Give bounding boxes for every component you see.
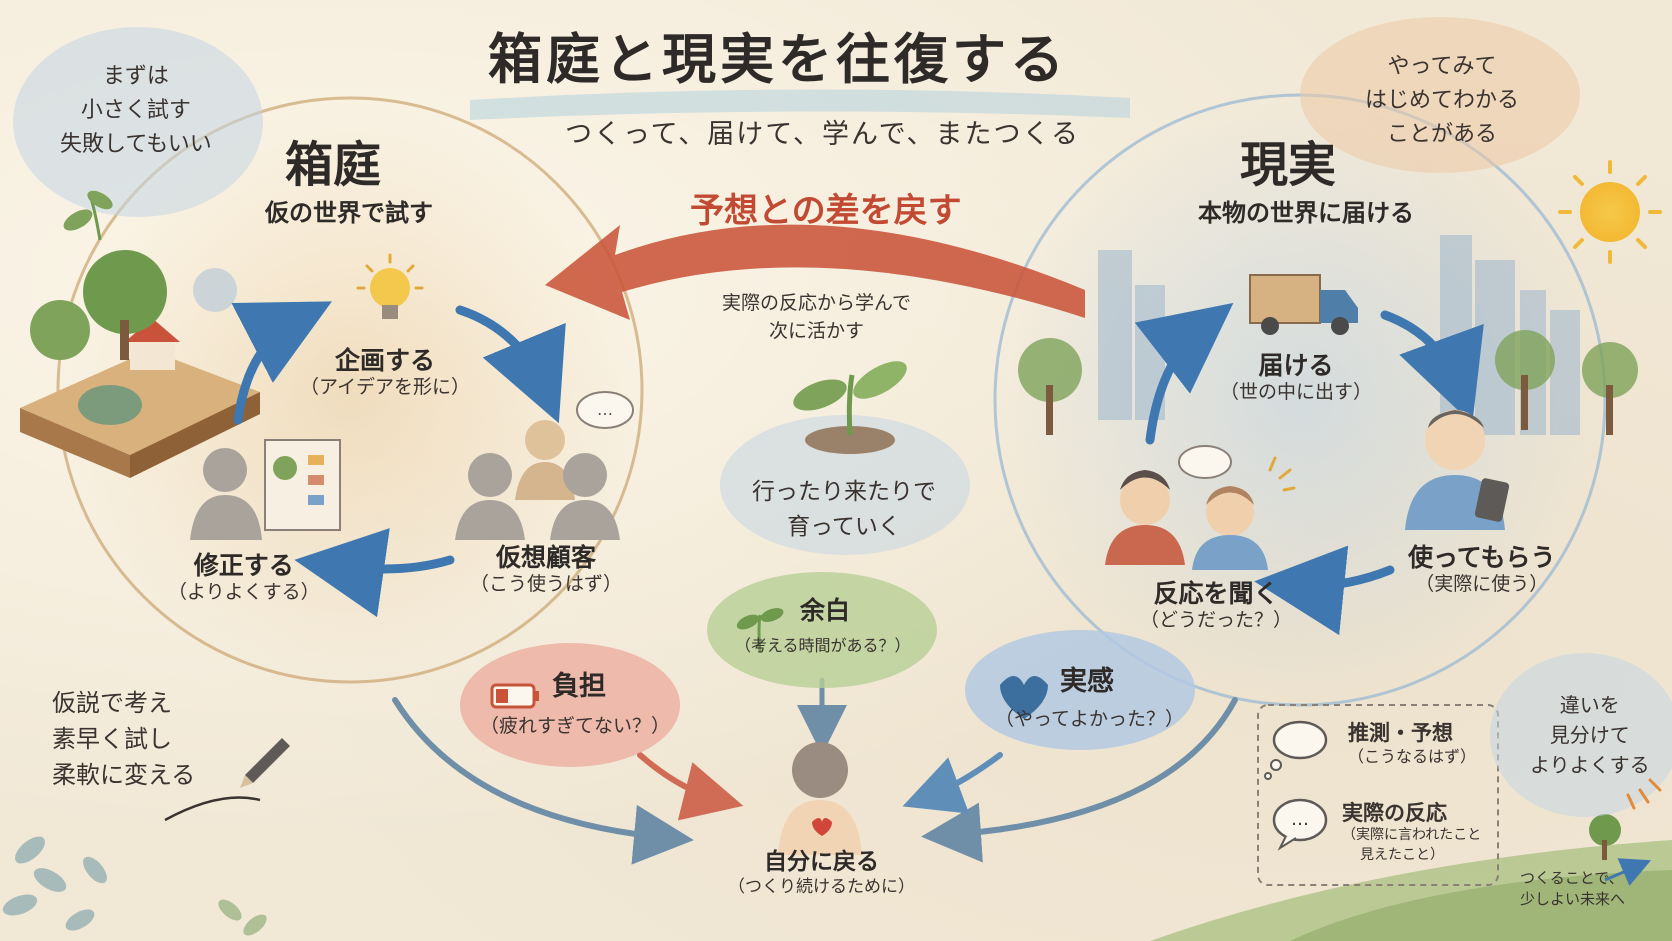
arrow-hakoniwa-to-self bbox=[392, 697, 694, 865]
delivery-truck-icon bbox=[1249, 274, 1358, 335]
arrow-jikkan-to-self bbox=[902, 752, 1003, 814]
jikkan-label: 実感 bbox=[1060, 666, 1114, 697]
center-note: 行ったり来たりで育っていく bbox=[752, 479, 936, 540]
virtual-customers-icon: … bbox=[455, 391, 634, 540]
jikkan-bubble bbox=[965, 630, 1195, 750]
heart-icon bbox=[1000, 676, 1048, 719]
center-note-cloud bbox=[720, 415, 970, 555]
yohaku-bubble bbox=[707, 572, 937, 688]
person-at-board-icon bbox=[190, 439, 341, 540]
people-listening-icon bbox=[1105, 445, 1296, 570]
note-top-right: やってみてはじめてわかることがある bbox=[1365, 54, 1520, 148]
step-listen: 反応を聞く （どうだった？） bbox=[1140, 579, 1293, 632]
arrow-futan-to-self bbox=[637, 752, 744, 821]
future-arrow-icon bbox=[1604, 858, 1652, 886]
note-right: 違いを見分けてよりよくする bbox=[1530, 693, 1650, 777]
jikkan-sub: （やってよかった？） bbox=[995, 708, 1185, 730]
center-self: 自分に戻る （つくり続けるために） bbox=[728, 849, 915, 897]
genjitsu-label: 現実 bbox=[1240, 137, 1337, 193]
tree-bottom-right-icon bbox=[1589, 814, 1621, 860]
pencil-icon bbox=[164, 738, 290, 822]
sandbox-icon bbox=[20, 250, 260, 478]
cloud-thought-icon bbox=[1264, 720, 1328, 780]
arrow-plan-to-customer bbox=[455, 305, 566, 424]
step-plan: 企画する （アイデアを形に） bbox=[300, 346, 471, 399]
arrow-fix-to-plan bbox=[231, 301, 332, 425]
return-arrow-shape bbox=[545, 224, 1085, 320]
note-top-left: まずは小さく試す失敗してもいい bbox=[60, 64, 212, 158]
central-sprout-icon bbox=[793, 361, 907, 454]
note-bottom-right: つくることで、少しよい未来へ bbox=[1520, 869, 1626, 908]
speech-bubble-icon: … bbox=[1272, 798, 1328, 851]
note-wash-top-right bbox=[1300, 17, 1580, 173]
yohaku-label: 余白 bbox=[800, 596, 851, 625]
arrow-deliver-to-use bbox=[1380, 310, 1484, 424]
futan-sub: （疲れすぎてない？） bbox=[480, 715, 671, 737]
return-arrow-sub: 実際の反応から学んで次に活かす bbox=[722, 292, 912, 342]
step-virtual-customer: 仮想顧客 （こう使うはず） bbox=[470, 543, 623, 596]
page-title: 箱庭と現実を往復する bbox=[488, 28, 1068, 91]
note-wash-right bbox=[1490, 653, 1672, 817]
user-with-tablet-icon bbox=[1405, 410, 1510, 530]
hakoniwa-label: 箱庭 bbox=[285, 137, 382, 193]
self-person-icon bbox=[778, 742, 862, 855]
arrow-genjitsu-to-self bbox=[921, 697, 1238, 863]
futan-bubble bbox=[460, 643, 680, 767]
title-wash bbox=[470, 89, 1130, 120]
step-fix: 修正する （よりよくする） bbox=[168, 551, 320, 604]
legend-guess: 推測・予想 （こうなるはず） bbox=[1348, 721, 1477, 767]
yohaku-sub: （考える時間がある？） bbox=[735, 636, 911, 655]
light-bulb-icon bbox=[356, 253, 424, 319]
svg-text:…: … bbox=[1291, 809, 1309, 830]
arrow-use-to-listen bbox=[1254, 545, 1395, 636]
step-use: 使ってもらう （実際に使う） bbox=[1408, 543, 1556, 596]
battery-icon bbox=[490, 683, 539, 709]
svg-text:…: … bbox=[597, 400, 613, 419]
page-subtitle: つくって、届けて、学んで、またつくる bbox=[565, 119, 1080, 150]
legend-actual: 実際の反応 （実際に言われたこと 見えたこと） bbox=[1342, 801, 1482, 863]
sun-icon bbox=[1558, 160, 1662, 264]
hakoniwa-caption: 仮の世界で試す bbox=[265, 199, 433, 227]
return-arrow-label: 予想との差を戻す bbox=[690, 191, 962, 231]
sprout-top-left-icon bbox=[63, 190, 113, 241]
city-trees-icon bbox=[1018, 330, 1638, 435]
futan-label: 負担 bbox=[552, 671, 606, 702]
note-bottom-left: 仮説で考え素早く試し柔軟に変える bbox=[52, 689, 196, 789]
arrow-listen-to-deliver bbox=[1134, 302, 1234, 445]
step-deliver: 届ける （世の中に出す） bbox=[1220, 351, 1373, 404]
arrow-customer-to-fix bbox=[294, 528, 455, 618]
leaves-bottom-left bbox=[2, 836, 267, 936]
legend-box bbox=[1257, 704, 1499, 886]
genjitsu-caption: 本物の世界に届ける bbox=[1198, 199, 1414, 227]
note-cloud-top-left bbox=[13, 27, 263, 217]
yohaku-sprout-icon bbox=[736, 608, 784, 653]
